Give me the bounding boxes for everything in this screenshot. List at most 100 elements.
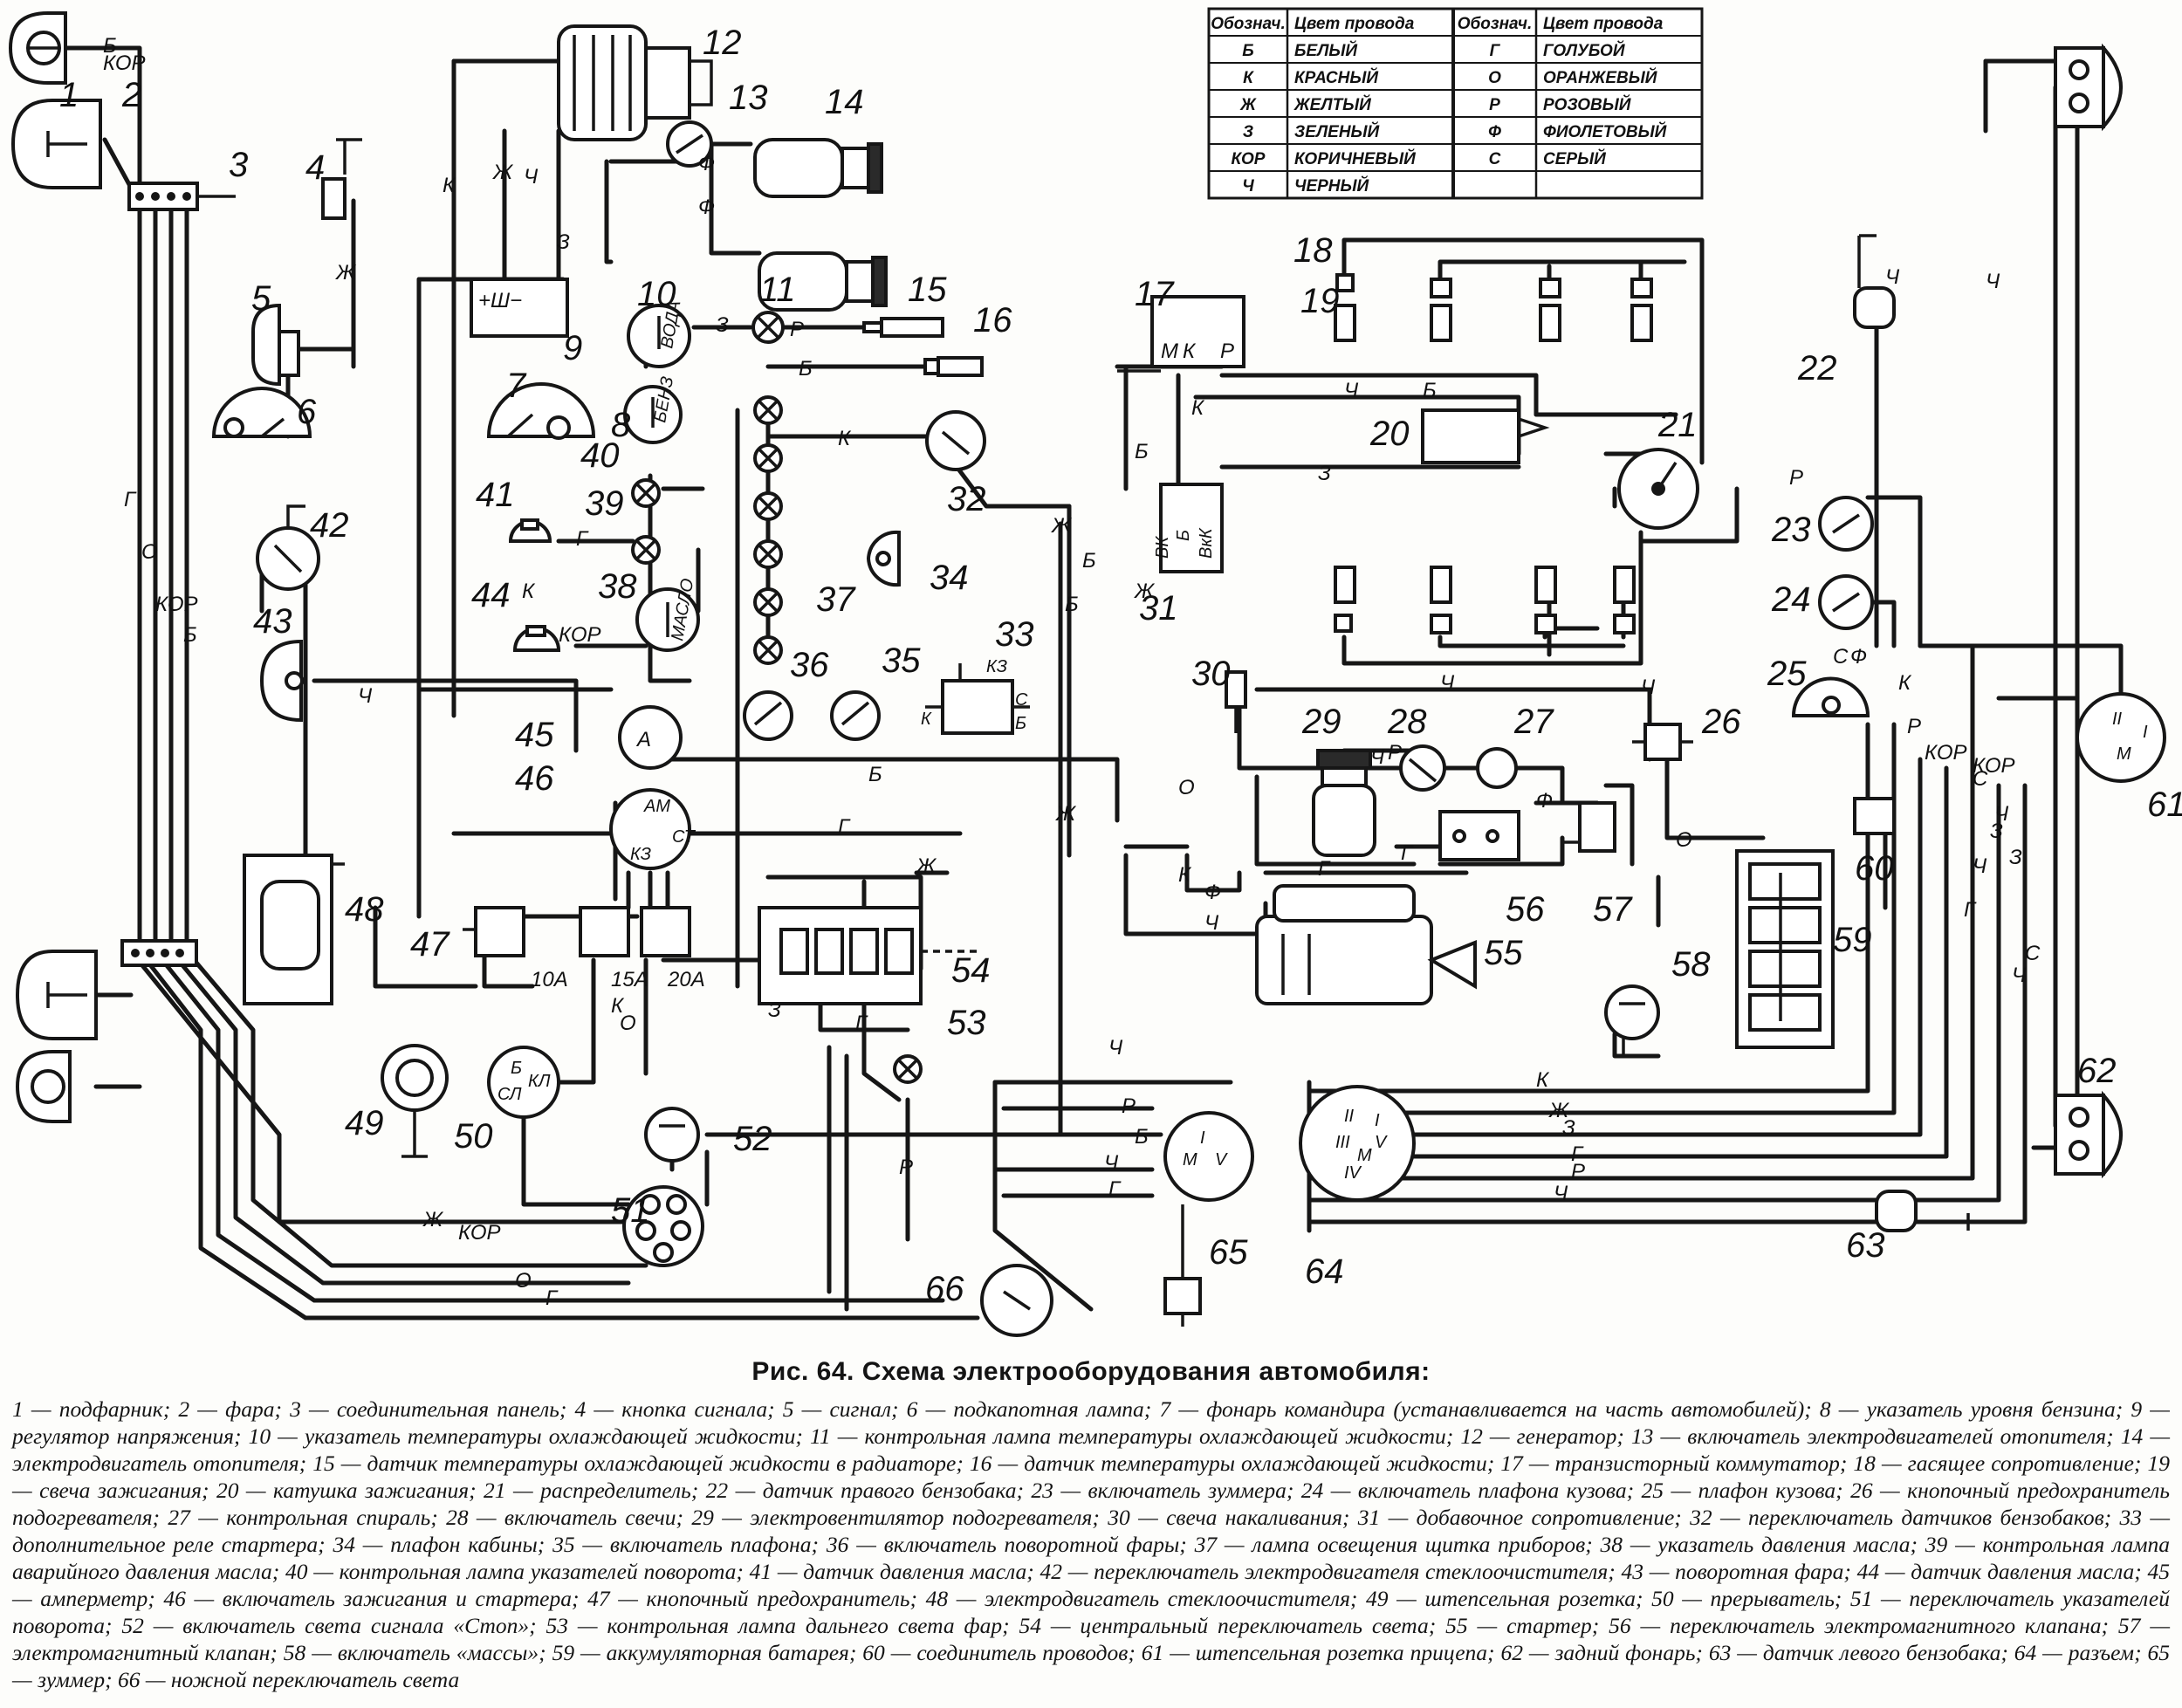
wire-label: З — [1318, 462, 1331, 485]
conn-left-pin-i: I — [1200, 1128, 1205, 1148]
wire-label: Ч — [1440, 671, 1455, 695]
component-number-65: 65 — [1209, 1233, 1248, 1272]
component-number-34: 34 — [930, 559, 969, 597]
starter — [1255, 884, 1477, 1005]
central-light-switch — [758, 906, 978, 1005]
wire-label: К — [838, 427, 852, 450]
battery-master-switch — [1604, 984, 1660, 1056]
spotlight-switch — [743, 690, 793, 741]
glow-plug-switch — [1399, 744, 1446, 792]
component-number-50: 50 — [454, 1117, 493, 1156]
solenoid-valve-switch — [1438, 810, 1520, 861]
wire-label: О — [141, 540, 158, 564]
wire-label: Ф — [1536, 789, 1553, 813]
component-number-21: 21 — [1657, 406, 1698, 444]
component-number-63: 63 — [1846, 1226, 1885, 1265]
wiring-diagram: БЕНЗ ВОДА +Ш− — [8, 7, 2182, 1337]
component-number-14: 14 — [825, 83, 864, 121]
component-number-13: 13 — [729, 79, 768, 117]
wire-label: Ч — [1344, 379, 1359, 402]
wire-label: О — [620, 1012, 636, 1035]
cab-dome-lamp — [866, 530, 901, 587]
component-number-12: 12 — [703, 24, 742, 62]
wire-label: О — [1178, 776, 1195, 799]
component-number-37: 37 — [816, 580, 856, 619]
body-dome-lamp — [1791, 676, 1870, 717]
stop-light-switch — [644, 1107, 700, 1163]
buzzer — [1163, 1204, 1202, 1327]
ballast-terminal-vkk: ВкК — [1197, 527, 1216, 559]
component-number-1: 1 — [59, 76, 79, 114]
relay-terminal-kz: КЗ — [986, 657, 1007, 676]
oil-pressure-sensor-lower — [512, 625, 561, 652]
wire-label: Ч — [2012, 964, 2027, 987]
component-number-57: 57 — [1593, 890, 1633, 929]
underhood-lamp — [211, 387, 312, 438]
ignition-terminal-kz: КЗ — [630, 845, 651, 864]
starter-aux-relay: КЗ К С Б — [921, 657, 1030, 735]
component-number-11: 11 — [759, 271, 796, 309]
relay-terminal-s: С — [1015, 690, 1028, 710]
wire-label: З — [1562, 1116, 1575, 1140]
wire-label: Р — [1571, 1160, 1585, 1183]
wire-label: Г — [1108, 1177, 1122, 1201]
component-number-59: 59 — [1833, 921, 1872, 959]
wire-label: Ф — [1204, 881, 1221, 904]
component-number-15: 15 — [908, 271, 947, 309]
wire-label: З — [768, 998, 781, 1022]
wire-label: Ж — [1051, 514, 1073, 538]
wire-label: К — [522, 580, 536, 603]
trailer-pin-i: I — [2143, 723, 2148, 742]
wire-label: КОР — [155, 593, 198, 616]
conn-right-pin-iii: III — [1335, 1133, 1350, 1152]
component-number-24: 24 — [1771, 580, 1811, 619]
wire-label: Г — [1964, 898, 1977, 922]
color-table-cell: ЖЕЛТЫЙ — [1293, 95, 1371, 114]
heater-fan — [1312, 749, 1376, 857]
component-number-8: 8 — [611, 406, 631, 444]
plug-connector-right: II I III М V IV — [1299, 1085, 1416, 1202]
wire-label: З — [716, 313, 729, 337]
connection-panel-rear — [120, 939, 198, 967]
instrument-panel-lamps — [753, 395, 783, 665]
rear-lamp-lower — [2054, 1090, 2123, 1179]
spark-plugs-lower — [1334, 566, 1636, 634]
component-number-64: 64 — [1305, 1252, 1344, 1291]
heater-motor-upper — [753, 138, 883, 198]
wire-label: Р — [1907, 715, 1921, 738]
fuse-rating-20a: 20А — [667, 968, 705, 991]
component-number-51: 51 — [611, 1191, 650, 1230]
wire-label: Б — [1082, 549, 1096, 573]
distributor — [1617, 448, 1699, 530]
color-table-cell: КОР — [1232, 150, 1266, 168]
wire-label: Б — [1423, 379, 1437, 402]
caption-title: Рис. 64. Схема электрооборудования автом… — [12, 1357, 2170, 1387]
color-table-cell: РОЗОВЫЙ — [1543, 95, 1631, 114]
conn-right-pin-ii: II — [1344, 1107, 1355, 1126]
relay-terminal-b: Б — [1015, 714, 1026, 733]
color-table-cell: О — [1488, 69, 1501, 87]
color-table-header: Обознач. — [1458, 15, 1533, 33]
flasher-terminal-b: Б — [511, 1059, 522, 1078]
headlamp-front-right — [15, 950, 98, 1040]
left-fuel-tank-sensor — [1875, 1190, 1973, 1232]
component-number-61: 61 — [2147, 785, 2182, 824]
wire-label: О — [1676, 828, 1692, 852]
wire-label: К — [1898, 671, 1912, 695]
component-number-23: 23 — [1771, 511, 1811, 549]
wire-label: Г — [1571, 1142, 1584, 1166]
component-number-44: 44 — [471, 576, 511, 614]
color-table-cell: БЕЛЫЙ — [1294, 41, 1357, 60]
rear-lamp-upper — [2054, 43, 2123, 132]
wire-label: Р — [1388, 741, 1402, 765]
component-number-55: 55 — [1484, 934, 1523, 972]
component-number-58: 58 — [1671, 945, 1711, 984]
component-number-18: 18 — [1293, 231, 1333, 270]
fuse-rating-10a: 10А — [531, 968, 568, 991]
transistor-commutator: М К Р — [1117, 295, 1245, 373]
wire-label: З — [1990, 820, 2003, 843]
wire-label: Г — [124, 488, 137, 511]
plug-socket — [381, 1044, 449, 1158]
wire-label: Г — [855, 1012, 868, 1035]
ballast-resistor: ВК Б ВкК — [1153, 483, 1224, 573]
